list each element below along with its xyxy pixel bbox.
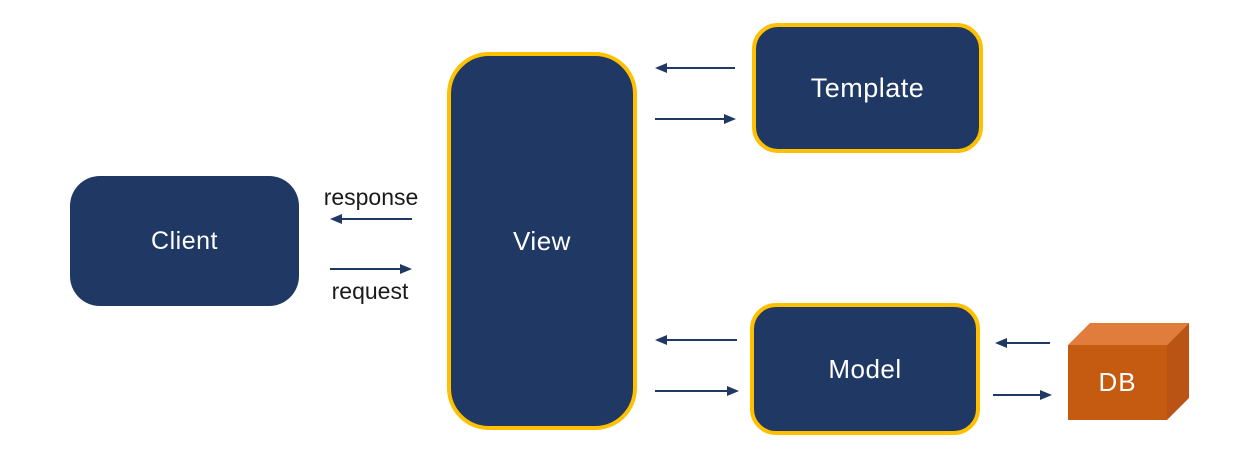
db-cube-right-face [1167,323,1189,420]
response-edge-label: response [323,184,419,210]
view-node: View [447,52,637,430]
template-node-label: Template [810,72,925,103]
db-cube-top-face [1068,323,1189,345]
client-node-label: Client [151,226,218,255]
db-node-label: DB [1098,367,1137,397]
view-node-label: View [513,225,571,256]
model-node: Model [750,303,980,435]
model-node-label: Model [828,353,902,384]
client-node: Client [70,176,299,306]
request-edge-label: request [331,278,409,304]
template-node: Template [752,23,983,153]
